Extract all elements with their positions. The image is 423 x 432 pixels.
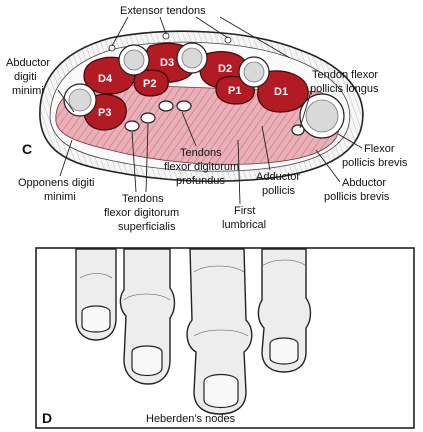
- panel-c-letter: C: [22, 141, 32, 157]
- bone-label-d4: D4: [98, 73, 113, 85]
- finger-middle: [186, 248, 253, 415]
- label-adductor-pollicis-1: Adductor: [256, 171, 300, 183]
- bone-label-p3: P3: [98, 107, 111, 119]
- leader-adductor-pollicis: [261, 125, 271, 171]
- finger-middle-nail: [203, 373, 239, 409]
- bone-label-p2: P2: [143, 78, 156, 90]
- bone-label-d3: D3: [160, 57, 174, 69]
- label-tendons-fdp-1: Tendons: [180, 147, 222, 159]
- label-tendon-flexor-pollicis-longus-2: pollicis longus: [310, 83, 379, 95]
- finger-little-nail: [81, 305, 111, 333]
- finger-ring: [119, 248, 176, 385]
- label-tendons-fds-3: superficialis: [118, 221, 176, 233]
- bone-label-d2: D2: [218, 63, 232, 75]
- extensor-dot-1: [108, 44, 116, 52]
- leader-abductor-digiti-minimi: [57, 89, 75, 113]
- label-tendons-fds-2: flexor digitorum: [104, 207, 179, 219]
- flexor-tendon-5: [291, 124, 305, 136]
- panel-d-letter: D: [42, 410, 52, 426]
- panel-c-leader-lines: [57, 16, 363, 205]
- label-abductor-digiti-minimi-3: minimi: [12, 85, 44, 97]
- label-first-lumbrical-1: First: [234, 205, 255, 217]
- finger-middle-node: [193, 329, 249, 337]
- leader-first-lumbrical: [237, 139, 241, 205]
- label-tendons-fdp-3: profundus: [176, 175, 225, 187]
- finger-ring-nail: [131, 345, 163, 377]
- leader-fds-1: [131, 131, 137, 193]
- tendon-core-2: [123, 49, 145, 71]
- finger-index-nail: [269, 337, 299, 365]
- label-tendon-flexor-pollicis-longus-1: Tendon flexor: [312, 69, 378, 81]
- flexor-tendon-2: [140, 112, 156, 124]
- label-abductor-digiti-minimi-2: digiti: [14, 71, 37, 83]
- flexor-tendon-1: [124, 120, 140, 132]
- label-flexor-pollicis-brevis-1: Flexor: [364, 143, 395, 155]
- leader-abductor-pollicis-brevis: [315, 149, 341, 183]
- bone-labels: D4 D3 D2 P3 P2 P1 D1: [98, 57, 288, 119]
- label-tendons-fdp-2: flexor digitorum: [164, 161, 239, 173]
- leader-fds-2: [145, 123, 149, 193]
- leader-extensor-1: [111, 16, 129, 47]
- tendon-core-thumb: [305, 99, 339, 133]
- extensor-dot-3: [224, 36, 232, 44]
- bone-p2: [133, 69, 169, 97]
- finger-middle-crease-1: [193, 265, 245, 273]
- label-first-lumbrical-2: lumbrical: [222, 219, 266, 231]
- panel-c-cross-section: D4 D3 D2 P3 P2 P1 D1: [6, 5, 408, 233]
- leader-extensor-2: [159, 16, 167, 35]
- label-opponens-digiti-minimi-2: minimi: [44, 191, 76, 203]
- finger-ring-node: [123, 293, 171, 301]
- label-abductor-digiti-minimi-1: Abductor: [6, 57, 50, 69]
- label-adductor-pollicis-2: pollicis: [262, 185, 296, 197]
- bone-label-d1: D1: [274, 86, 288, 98]
- label-flexor-pollicis-brevis-2: pollicis brevis: [342, 157, 408, 169]
- label-abductor-pollicis-brevis-2: pollicis brevis: [324, 191, 390, 203]
- bone-label-p1: P1: [228, 85, 241, 97]
- finger-index: [257, 248, 312, 373]
- label-tendons-fds-1: Tendons: [122, 193, 164, 205]
- leader-tendons-fdp: [181, 111, 197, 147]
- label-extensor-tendons: Extensor tendons: [120, 5, 206, 17]
- tendon-core-4: [243, 61, 265, 83]
- panel-c-labels: Extensor tendons Abductor digiti minimi …: [6, 5, 408, 233]
- panel-d-caption: Heberden’s nodes: [146, 413, 236, 425]
- leader-extensor-4: [219, 16, 291, 59]
- finger-middle-body: [186, 248, 253, 415]
- panel-d-heberdens: D Heberden’s nodes: [35, 247, 415, 429]
- round-tendons: [63, 42, 345, 139]
- tendon-core-3: [181, 47, 203, 69]
- leader-tendon-fpl: [299, 87, 313, 129]
- finger-index-crease: [261, 259, 307, 267]
- label-abductor-pollicis-brevis-1: Abductor: [342, 177, 386, 189]
- finger-little: [75, 248, 117, 341]
- flexor-tendon-4: [176, 100, 192, 112]
- flexor-tendon-3: [158, 100, 174, 112]
- label-opponens-digiti-minimi-1: Opponens digiti: [18, 177, 94, 189]
- leader-extensor-3: [195, 16, 229, 39]
- finger-little-crease: [79, 273, 113, 279]
- leader-flexor-pollicis-brevis: [337, 133, 363, 149]
- leader-opponens: [59, 139, 73, 177]
- flexor-tendons: [108, 32, 305, 136]
- tendon-core-1: [68, 88, 92, 112]
